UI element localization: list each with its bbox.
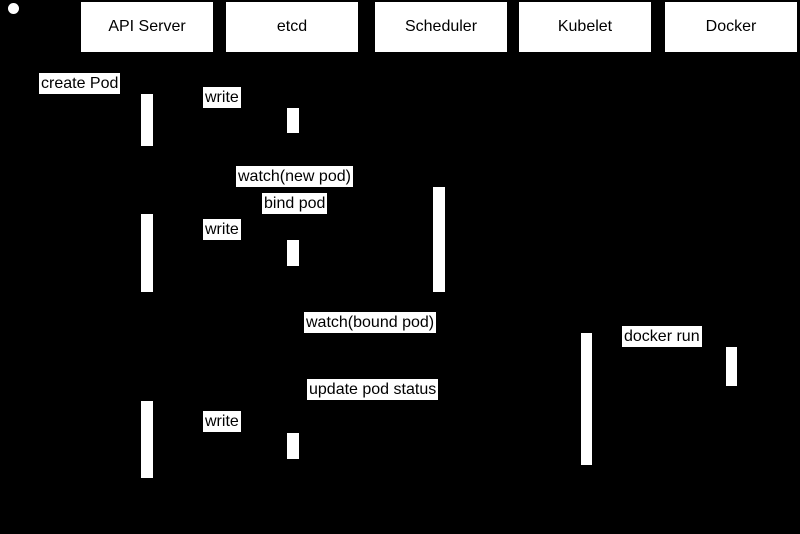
activation-api-server-1 bbox=[141, 94, 153, 146]
message-update-pod-status: update pod status bbox=[307, 379, 439, 400]
message-write-1: write bbox=[203, 87, 241, 108]
activation-etcd-1 bbox=[287, 108, 299, 133]
message-watch-new-pod: watch(new pod) bbox=[236, 166, 353, 187]
message-create-pod: create Pod bbox=[39, 73, 121, 94]
message-write-2: write bbox=[203, 219, 241, 240]
message-docker-run: docker run bbox=[622, 326, 702, 347]
activation-etcd-3 bbox=[287, 433, 299, 459]
activation-api-server-3 bbox=[141, 401, 153, 478]
start-dot bbox=[8, 3, 19, 14]
activation-kubelet-1 bbox=[581, 333, 592, 465]
participant-api-server: API Server bbox=[81, 2, 213, 52]
message-write-3: write bbox=[203, 411, 241, 432]
activation-docker-1 bbox=[726, 347, 737, 386]
activation-api-server-2 bbox=[141, 214, 153, 292]
participant-scheduler: Scheduler bbox=[375, 2, 507, 52]
message-bind-pod: bind pod bbox=[262, 193, 328, 214]
message-watch-bound-pod: watch(bound pod) bbox=[304, 312, 437, 333]
participant-kubelet: Kubelet bbox=[519, 2, 651, 52]
activation-scheduler-1 bbox=[433, 187, 445, 292]
activation-etcd-2 bbox=[287, 240, 299, 266]
participant-docker: Docker bbox=[665, 2, 797, 52]
participant-etcd: etcd bbox=[226, 2, 358, 52]
